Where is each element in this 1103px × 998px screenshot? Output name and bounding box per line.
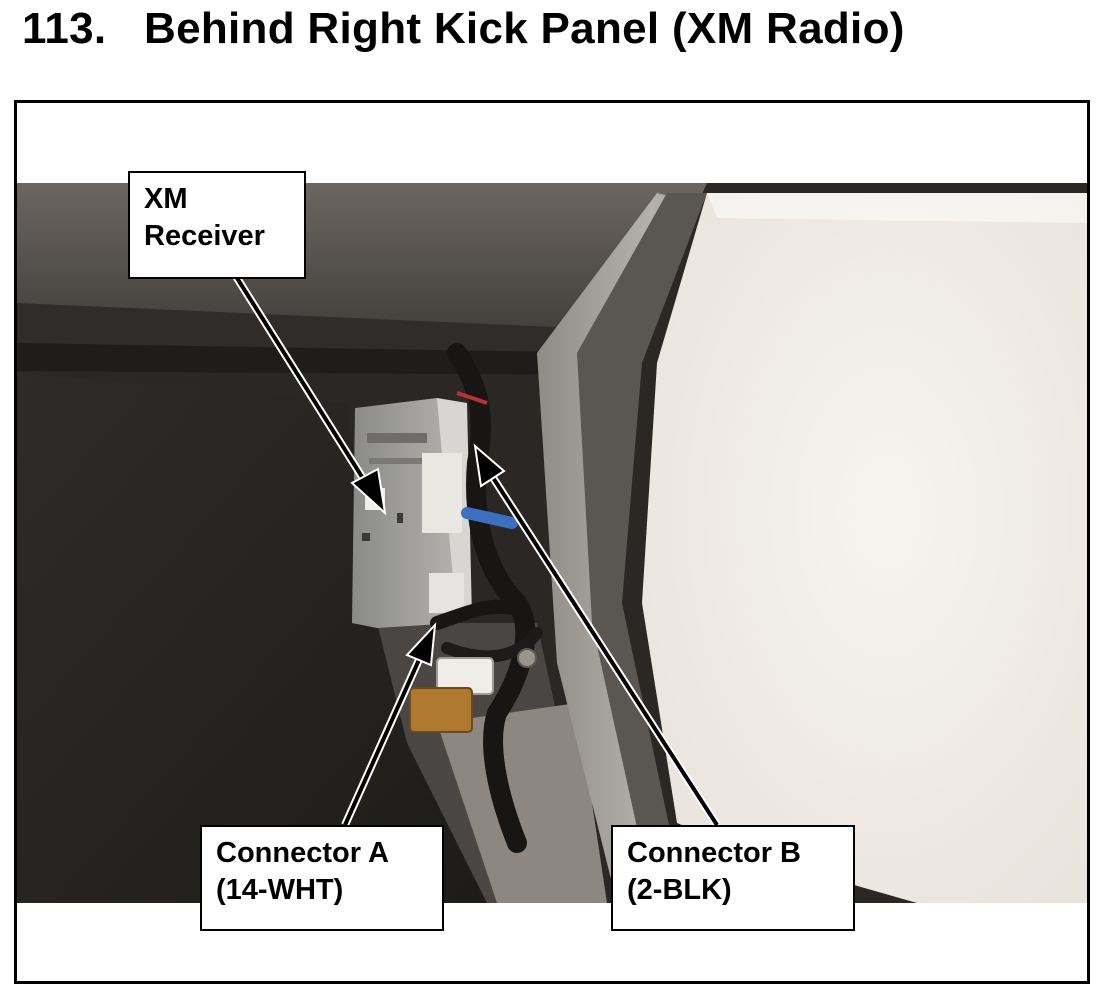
callout-xm-receiver-line1: XM: [144, 183, 188, 215]
vehicle-photo: [17, 183, 1087, 981]
callout-xm-receiver-line2: Receiver: [144, 220, 265, 252]
callout-connector-a-line2: (14-WHT): [216, 874, 344, 906]
section-number: 113.: [22, 4, 107, 53]
callout-connector-a: Connector A (14-WHT): [200, 825, 444, 931]
section-title: Behind Right Kick Panel (XM Radio): [144, 4, 905, 53]
page-title: 113. Behind Right Kick Panel (XM Radio): [22, 4, 905, 54]
callout-connector-b: Connector B (2-BLK): [611, 825, 855, 931]
callout-xm-receiver: XM Receiver: [128, 171, 306, 279]
callout-connector-b-line1: Connector B: [627, 837, 801, 869]
callout-connector-a-line1: Connector A: [216, 837, 389, 869]
figure-frame: XM Receiver Connector A (14-WHT) Connect…: [14, 100, 1090, 984]
callout-connector-b-line2: (2-BLK): [627, 874, 732, 906]
